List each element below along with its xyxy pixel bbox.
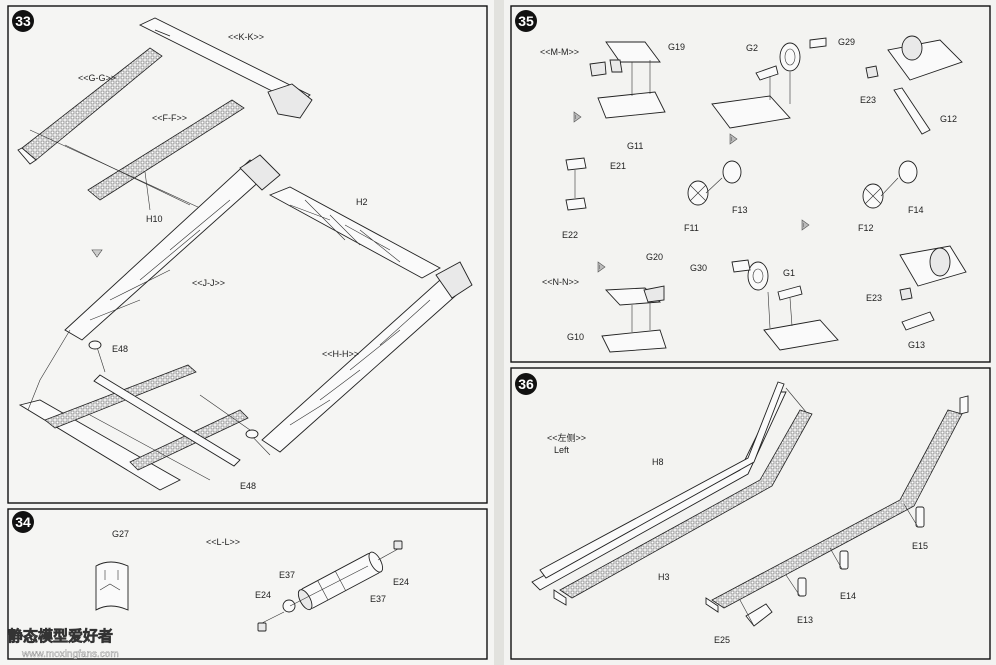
step-34-drawing — [95, 540, 403, 632]
step-36-badge: 36 — [515, 373, 537, 395]
label-g2: G2 — [746, 43, 758, 53]
label-g10: G10 — [567, 332, 584, 342]
label-gg: <<G-G>> — [78, 73, 116, 83]
step-35-panel — [510, 5, 991, 363]
label-left-cn: <<左侧>> — [547, 432, 586, 443]
label-e13: E13 — [797, 615, 813, 625]
label-g30: G30 — [690, 263, 707, 273]
step-36-number: 36 — [518, 376, 534, 392]
label-g29: G29 — [838, 37, 855, 47]
step-35-number: 35 — [518, 13, 534, 29]
label-e48-bottom: E48 — [240, 481, 256, 491]
label-g11: G11 — [627, 141, 643, 151]
label-g19: G19 — [668, 42, 685, 52]
label-jj: <<J-J>> — [192, 278, 225, 288]
label-e24-left: E24 — [255, 590, 271, 600]
label-h3: H3 — [658, 572, 670, 582]
watermark: 静态模型爱好者 www.moxingfans.com — [8, 627, 119, 660]
step-33-drawing — [17, 17, 473, 491]
label-e21: E21 — [610, 161, 626, 171]
label-f12: F12 — [858, 223, 874, 233]
label-e15: E15 — [912, 541, 928, 551]
step-34-number: 34 — [15, 514, 31, 530]
step-36-panel — [510, 367, 991, 660]
step-35-drawing — [565, 35, 967, 353]
label-h10: H10 — [146, 214, 163, 224]
label-ll: <<L-L>> — [206, 537, 240, 547]
label-h2: H2 — [356, 197, 368, 207]
label-e23-top: E23 — [860, 95, 876, 105]
label-e25: E25 — [714, 635, 730, 645]
page-gutter — [494, 0, 504, 665]
label-hh: <<H-H>> — [322, 349, 359, 359]
step-33-badge: 33 — [12, 10, 34, 32]
step-33-panel — [7, 5, 488, 504]
label-kk: <<K-K>> — [228, 32, 264, 42]
step-35-badge: 35 — [515, 10, 537, 32]
label-g20: G20 — [646, 252, 663, 262]
watermark-cn: 静态模型爱好者 — [8, 627, 113, 645]
label-e48-top: E48 — [112, 344, 128, 354]
label-f13: F13 — [732, 205, 748, 215]
step-36-drawing — [531, 381, 969, 627]
label-nn: <<N-N>> — [542, 277, 579, 287]
label-f11: F11 — [684, 223, 699, 233]
watermark-url: www.moxingfans.com — [21, 649, 119, 660]
step-34-panel — [7, 508, 488, 660]
label-h8: H8 — [652, 457, 664, 467]
label-g13: G13 — [908, 340, 925, 350]
label-g12: G12 — [940, 114, 957, 124]
step-34-badge: 34 — [12, 511, 34, 533]
label-left: Left — [554, 445, 570, 455]
label-mm: <<M-M>> — [540, 47, 579, 57]
label-g27: G27 — [112, 529, 129, 539]
label-e14: E14 — [840, 591, 856, 601]
label-g1: G1 — [783, 268, 795, 278]
label-e24-right: E24 — [393, 577, 409, 587]
label-e37-right: E37 — [370, 594, 386, 604]
step-33-number: 33 — [15, 13, 31, 29]
label-e23-bottom: E23 — [866, 293, 882, 303]
label-e22: E22 — [562, 230, 578, 240]
label-f14: F14 — [908, 205, 924, 215]
label-ff: <<F-F>> — [152, 113, 187, 123]
label-e37-left: E37 — [279, 570, 295, 580]
